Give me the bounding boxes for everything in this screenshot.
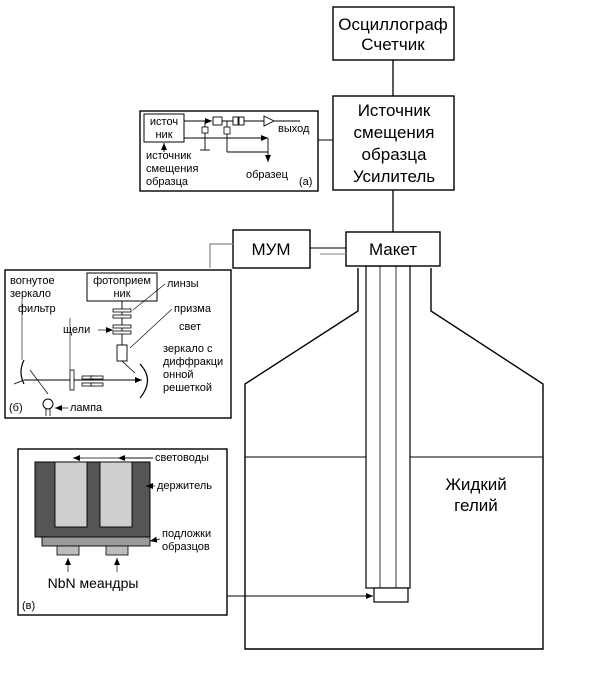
- inset-a-source-line1: источ: [150, 116, 178, 128]
- mum-label: МУМ: [251, 240, 290, 259]
- inset-c-meanders-label: NbN меандры: [48, 575, 139, 591]
- concave-mirror-icon: [20, 359, 25, 385]
- holder-body: [34, 461, 151, 538]
- helium-label-line1: Жидкий: [445, 475, 507, 494]
- bias-amplifier-block: Источник смещения образца Усилитель: [332, 95, 455, 191]
- inset-b-photodetector-line1: фотоприем: [93, 275, 151, 287]
- inset-a-bias-line1: источник: [146, 150, 191, 162]
- inset-b-tag: (б): [9, 402, 23, 414]
- probe-insert: [365, 265, 411, 603]
- inset-a-output-label: выход: [278, 123, 310, 135]
- inset-b-filter-label: фильтр: [18, 303, 56, 315]
- inset-b-photodetector-line2: ник: [113, 288, 130, 300]
- inset-c-sample-holder: световоды держитель подложки образцов Nb…: [17, 448, 228, 616]
- inset-a-bias-line2: смещения: [146, 163, 198, 175]
- inset-a-source-line2: ник: [155, 129, 172, 141]
- inset-b-light-label: свет: [179, 321, 201, 333]
- inset-b-grating-line4: решеткой: [163, 382, 212, 394]
- meander-left: [56, 545, 80, 556]
- inset-c-holder-label: держитель: [157, 480, 212, 492]
- prism-icon: [116, 344, 128, 362]
- sample-holder-block: [373, 587, 409, 603]
- inset-c-substrates-line1: подложки: [162, 528, 211, 540]
- inset-a-bias-line3: образца: [146, 176, 189, 188]
- maket-label: Макет: [369, 240, 417, 259]
- inset-b-slits-label: щели: [63, 324, 90, 336]
- inset-a-tag: (а): [299, 176, 312, 188]
- inset-a-circuit: источ ник выход источник смещения образц…: [139, 110, 319, 192]
- inset-b-grating-line2: диффракци: [163, 356, 223, 368]
- meander-right: [105, 545, 129, 556]
- bias-amp-label-line2: смещения: [354, 123, 435, 142]
- lightguide-left: [54, 461, 88, 528]
- maket-block: Макет: [345, 231, 441, 267]
- inset-b-lamp-label: лампа: [70, 402, 103, 414]
- inset-b-mirror-line2: зеркало: [10, 288, 51, 300]
- inset-c-lightguides-label: световоды: [155, 452, 209, 464]
- bias-amp-label-line3: образца: [362, 145, 427, 164]
- inset-c-substrates-line2: образцов: [162, 541, 210, 553]
- helium-label-line2: гелий: [454, 496, 498, 515]
- substrates: [41, 536, 151, 547]
- bias-amp-label-line1: Источник: [358, 101, 431, 120]
- mum-block: МУМ: [232, 229, 311, 269]
- inset-b-mirror-line1: вогнутое: [10, 275, 55, 287]
- inset-b-grating-line1: зеркало с: [163, 343, 213, 355]
- oscilloscope-label-line1: Осциллограф: [338, 15, 448, 34]
- oscilloscope-label-line2: Счетчик: [361, 35, 425, 54]
- inset-b-prism-label: призма: [174, 303, 212, 315]
- grating-mirror-icon: [139, 363, 149, 399]
- inset-c-tag: (в): [22, 600, 35, 612]
- oscilloscope-block: Осциллограф Счетчик: [332, 6, 455, 61]
- inset-b-optics: фотоприем ник линзы призма свет вогнутое…: [4, 269, 232, 419]
- lamp-icon: [42, 398, 54, 410]
- inset-b-lenses-label: линзы: [167, 278, 199, 290]
- bias-amp-label-line4: Усилитель: [353, 167, 435, 186]
- amplifier-icon: [263, 115, 276, 127]
- lightguide-right: [99, 461, 133, 528]
- filter-icon: [69, 369, 75, 391]
- inset-a-sample-label: образец: [246, 169, 289, 181]
- inset-b-grating-line3: онной: [163, 369, 194, 381]
